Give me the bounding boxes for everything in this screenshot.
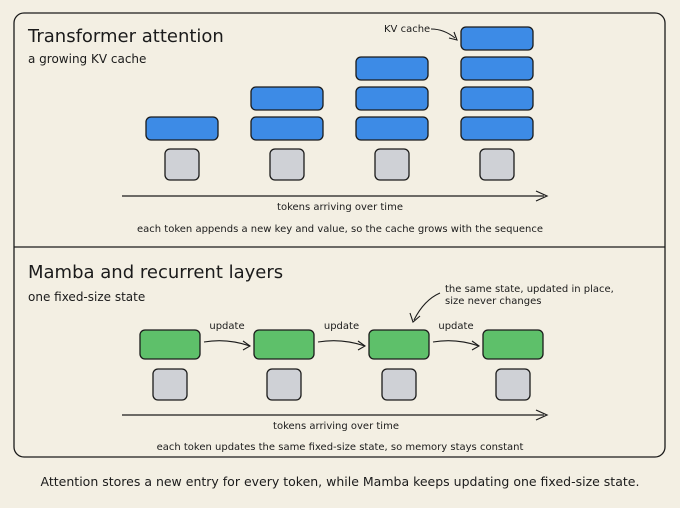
token-block [152, 368, 188, 401]
top-axis-label: tokens arriving over time [277, 202, 403, 213]
update-label: update [438, 321, 473, 332]
kv-cache-block [355, 86, 429, 111]
figure-caption: Attention stores a new entry for every t… [41, 474, 640, 489]
token-block [479, 148, 515, 181]
token-block [269, 148, 305, 181]
state-callout-arrowhead [409, 312, 421, 323]
token-block [266, 368, 302, 401]
bottom-axis-label: tokens arriving over time [273, 421, 399, 432]
state-row [139, 329, 544, 360]
kv-cache-block [460, 86, 534, 111]
bottom-token-row [152, 368, 531, 401]
update-arrow [432, 340, 480, 347]
bottom-time-axis-arrowhead [535, 409, 549, 421]
kv-cache-label: KV cache [384, 24, 430, 35]
kv-cache-block [355, 56, 429, 81]
token-block [495, 368, 531, 401]
outer-frame [13, 12, 666, 458]
kv-cache-block [460, 116, 534, 141]
kv-cache-block [145, 116, 219, 141]
mamba-section: Mamba and recurrent layers one fixed-siz… [28, 262, 614, 453]
token-block [374, 148, 410, 181]
top-time-axis-arrowhead [535, 190, 549, 202]
transformer-subtitle: a growing KV cache [28, 52, 146, 66]
state-callout-line-1: the same state, updated in place, [445, 284, 614, 295]
mamba-title: Mamba and recurrent layers [28, 262, 283, 283]
top-note: each token appends a new key and value, … [137, 224, 543, 235]
update-label: update [209, 321, 244, 332]
update-arrowhead [357, 340, 367, 351]
update-arrows: update update update [203, 321, 481, 351]
mamba-subtitle: one fixed-size state [28, 290, 145, 304]
state-block [139, 329, 201, 360]
token-block [164, 148, 200, 181]
update-arrowhead [242, 340, 252, 351]
update-arrow [203, 340, 251, 347]
state-callout-line-2: size never changes [445, 296, 541, 307]
kv-cache-stacks [145, 26, 534, 141]
token-block [381, 368, 417, 401]
kv-cache-block [250, 116, 324, 141]
state-callout-arrow [413, 292, 441, 321]
kv-cache-block [460, 26, 534, 51]
state-block [253, 329, 315, 360]
kv-cache-block [355, 116, 429, 141]
state-block [368, 329, 430, 360]
transformer-section: Transformer attention a growing KV cache… [27, 24, 549, 235]
update-arrow [317, 340, 366, 347]
transformer-title: Transformer attention [27, 26, 224, 47]
update-label: update [324, 321, 359, 332]
update-arrowhead [471, 340, 481, 351]
kv-cache-pointer-arrowhead [448, 31, 458, 41]
state-block [482, 329, 544, 360]
bottom-note: each token updates the same fixed-size s… [157, 442, 524, 453]
kv-cache-block [250, 86, 324, 111]
top-token-row [164, 148, 515, 181]
kv-cache-pointer-arrow [430, 28, 456, 39]
kv-cache-block [460, 56, 534, 81]
